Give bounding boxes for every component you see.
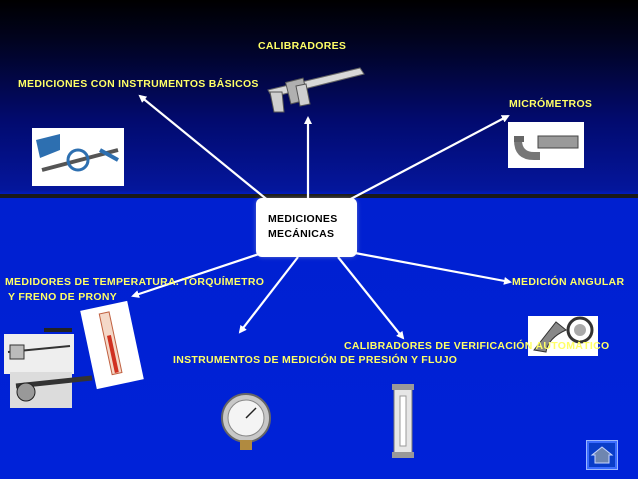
central-line-2: MECÁNICAS (268, 228, 335, 240)
node-angular: MEDICIÓN ANGULAR (512, 276, 625, 288)
vernier-caliper-icon (267, 67, 365, 113)
node-micrometros: MICRÓMETROS (509, 98, 593, 110)
arrow-presion (238, 256, 299, 334)
arrow-verificacion (337, 256, 405, 340)
protractor-icon (528, 316, 598, 356)
micrometer-icon (508, 122, 584, 168)
arrow-basicos (138, 94, 271, 203)
square-tool-icon (32, 128, 124, 186)
thermometer-icon (80, 300, 144, 390)
node-temperatura-line-1: MEDIDORES DE TEMPERATURA. TORQUÍMETRO (5, 276, 265, 288)
central-node-label: MEDICIONES MECÁNICAS (268, 212, 338, 242)
node-basicos: MEDICIONES CON INSTRUMENTOS BÁSICOS (18, 78, 259, 90)
node-temperatura-line-2: Y FRENO DE PRONY (8, 291, 118, 303)
home-button[interactable] (586, 440, 618, 470)
node-verificacion: CALIBRADORES DE VERIFICACIÓN AUTOMÁTICO (344, 340, 610, 352)
arrow-angular (354, 251, 512, 285)
node-presion: INSTRUMENTOS DE MEDICIÓN DE PRESIÓN Y FL… (173, 354, 458, 366)
home-icon (590, 446, 614, 464)
flow-meter-icon (392, 384, 414, 458)
divider-band (0, 194, 638, 198)
central-line-1: MEDICIONES (268, 213, 338, 225)
arrow-micrometros (344, 115, 510, 203)
torque-wrench-icon (4, 328, 93, 408)
arrow-temperatura (131, 251, 263, 298)
node-calibradores: CALIBRADORES (258, 40, 347, 52)
central-node (258, 200, 355, 255)
pressure-gauge-icon (221, 393, 271, 450)
